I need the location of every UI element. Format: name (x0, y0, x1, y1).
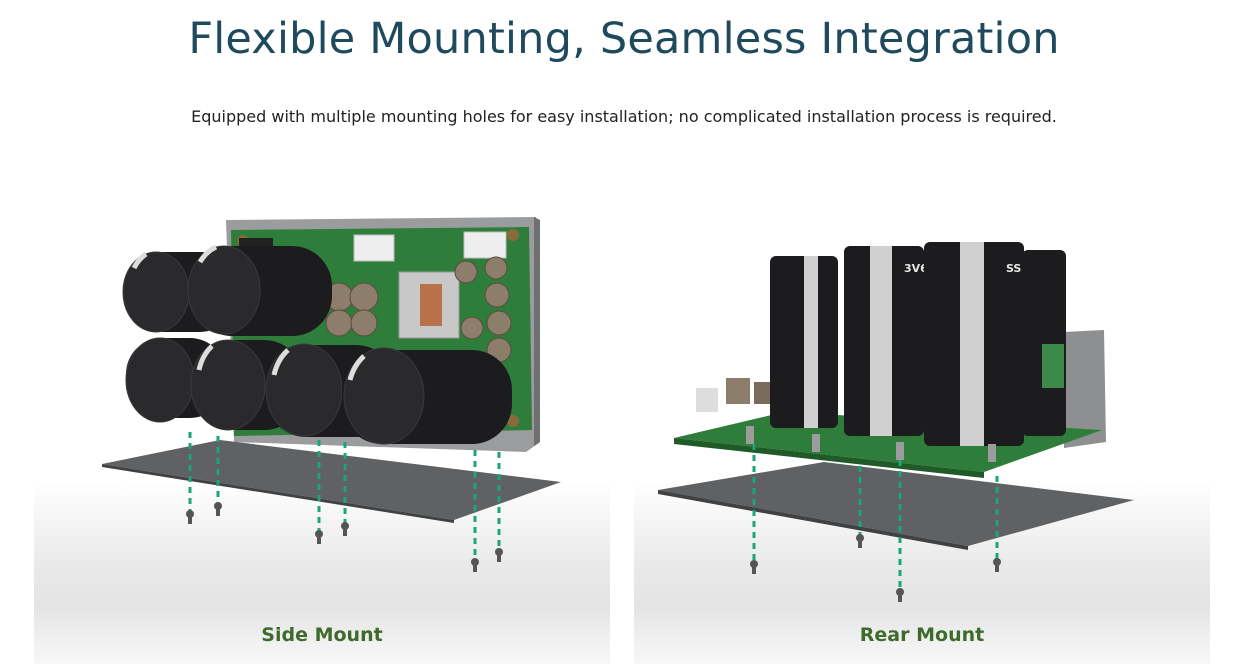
cap-label: SS (1006, 262, 1021, 275)
metal-bracket (1064, 330, 1106, 448)
guide-lines (752, 444, 999, 592)
screws (186, 502, 503, 572)
standoffs (746, 426, 996, 462)
large-capacitors: 3V6 SS (770, 242, 1066, 446)
connector-white (353, 234, 395, 262)
side-mount-card: Side Mount (34, 180, 610, 664)
large-capacitors (122, 244, 512, 445)
rear-mount-illustration: 3V6 SS (658, 242, 1134, 602)
small-capacitors (324, 256, 512, 363)
page-title: Flexible Mounting, Seamless Integration (188, 14, 1060, 64)
mounting-plate (658, 462, 1134, 546)
cap-label: 3V6 (904, 262, 928, 275)
rear-mount-card: 3V6 SS Rear Mount (634, 180, 1210, 664)
side-mount-illustration (102, 217, 561, 572)
connector-white (463, 231, 507, 259)
screws (750, 534, 1001, 602)
mounting-plate (102, 440, 561, 520)
side-mount-label: Side Mount (261, 624, 383, 646)
guide-lines (188, 432, 501, 562)
rear-mount-label: Rear Mount (859, 624, 985, 646)
page-subtitle: Equipped with multiple mounting holes fo… (191, 107, 1057, 126)
